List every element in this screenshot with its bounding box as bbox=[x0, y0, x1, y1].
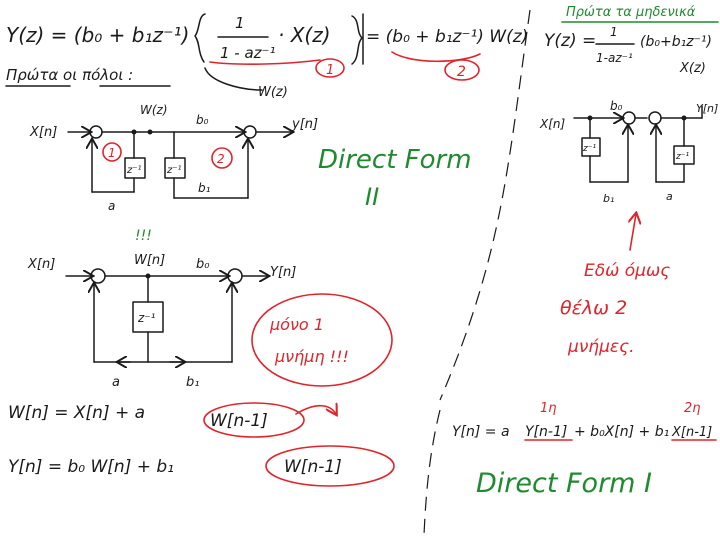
first-poles-text: Πρώτα οι πόλοι : bbox=[6, 66, 133, 84]
df2-z1: z⁻¹ bbox=[126, 165, 142, 176]
merged-note-line1: μόνο 1 bbox=[269, 315, 324, 334]
right-xz: X(z) bbox=[679, 61, 706, 76]
merged-a: a bbox=[112, 375, 120, 390]
right-eq-lhs: Y(z) = bbox=[544, 31, 596, 51]
right-a: a bbox=[666, 190, 673, 203]
merged-diagram: !!! X[n] W[n] b₀ Y[n] z⁻¹ a b₁ μόνο 1 μν… bbox=[27, 228, 393, 390]
df2-tag-2: 2 bbox=[217, 152, 225, 166]
tag-2: 2 bbox=[457, 64, 466, 80]
right-header: Πρώτα τα μηδενικά bbox=[566, 5, 696, 20]
merged-note-line2: μνήμη !!! bbox=[274, 347, 349, 366]
df2-b1: b₁ bbox=[198, 181, 211, 195]
section-dividers bbox=[423, 9, 531, 536]
tag-1: 1 bbox=[326, 63, 334, 78]
right-z2: z⁻¹ bbox=[675, 152, 689, 162]
merged-z: z⁻¹ bbox=[137, 311, 156, 325]
left-brace bbox=[194, 13, 206, 63]
df2-tag-1: 1 bbox=[108, 146, 116, 160]
df2-diagram: X[n] y[n] W(z) b₀ z⁻¹ a z⁻¹ b₁ 1 2 Direc… bbox=[29, 103, 472, 213]
frac-den: 1 - az⁻¹ bbox=[220, 44, 276, 62]
df2-z2: z⁻¹ bbox=[166, 165, 182, 176]
df2-b0: b₀ bbox=[196, 113, 209, 127]
eq-lhs: Y(z) = (b₀ + b₁z⁻¹) bbox=[6, 23, 189, 47]
wz-label: W(z) bbox=[258, 85, 288, 100]
y-eq-left: Y[n] = b₀ W[n] + b₁ bbox=[8, 457, 174, 477]
eq-mid: = (b₀ + b₁z⁻¹) W(z) bbox=[366, 27, 528, 47]
df1-section: Πρώτα τα μηδενικά Y(z) = 1 1-az⁻¹ (b₀+b₁… bbox=[452, 5, 719, 499]
right-num-1: 1η bbox=[540, 401, 557, 416]
frac-tail: · X(z) bbox=[278, 23, 331, 47]
right-paren: (b₀+b₁z⁻¹) bbox=[640, 34, 712, 50]
difference-equations: W[n] = X[n] + a W[n-1] Y[n] = b₀ W[n] + … bbox=[8, 402, 395, 487]
frac-num: 1 bbox=[235, 14, 245, 32]
merged-x-label: X[n] bbox=[27, 257, 55, 272]
right-b1: b₁ bbox=[603, 192, 614, 205]
right-brace bbox=[351, 15, 363, 65]
right-eq-t2: X[n-1] bbox=[671, 425, 712, 440]
right-note-line2: θέλω 2 bbox=[560, 297, 627, 319]
merged-w-label: W[n] bbox=[134, 253, 165, 268]
w-eq-left: W[n] = X[n] + a bbox=[8, 403, 145, 423]
right-note-line3: μνήμες. bbox=[567, 337, 634, 357]
right-z1: z⁻¹ bbox=[582, 144, 596, 154]
merged-b1: b₁ bbox=[186, 375, 199, 390]
df2-x-label: X[n] bbox=[29, 125, 57, 140]
w-eq-term: W[n-1] bbox=[210, 411, 268, 431]
right-b0: b₀ bbox=[610, 99, 623, 113]
right-y-label: Y[n] bbox=[696, 102, 718, 115]
df2-title-line1: Direct Form bbox=[318, 145, 472, 175]
df2-y-label: y[n] bbox=[291, 117, 318, 132]
right-num-2: 2η bbox=[684, 401, 701, 416]
df2-title-line2: II bbox=[365, 183, 379, 211]
merged-b0: b₀ bbox=[196, 257, 210, 272]
right-frac-num: 1 bbox=[610, 25, 618, 39]
merged-mark: !!! bbox=[135, 228, 152, 244]
y-eq-term: W[n-1] bbox=[284, 457, 342, 477]
right-title: Direct Form I bbox=[476, 468, 652, 499]
right-eq-t1: Y[n-1] bbox=[525, 424, 567, 440]
df2-a: a bbox=[108, 199, 115, 213]
right-eq-left: Y[n] = a bbox=[452, 424, 510, 440]
df2-w-label: W(z) bbox=[140, 103, 168, 117]
right-note-line1: Εδώ όμως bbox=[584, 261, 670, 281]
merged-y-label: Y[n] bbox=[270, 265, 296, 280]
right-x-label: X[n] bbox=[539, 117, 566, 131]
top-equation: Y(z) = (b₀ + b₁z⁻¹) 1 1 - az⁻¹ · X(z) = … bbox=[5, 13, 528, 100]
right-frac-den: 1-az⁻¹ bbox=[596, 51, 633, 65]
right-eq-mid: + b₀X[n] + b₁ bbox=[574, 424, 669, 440]
